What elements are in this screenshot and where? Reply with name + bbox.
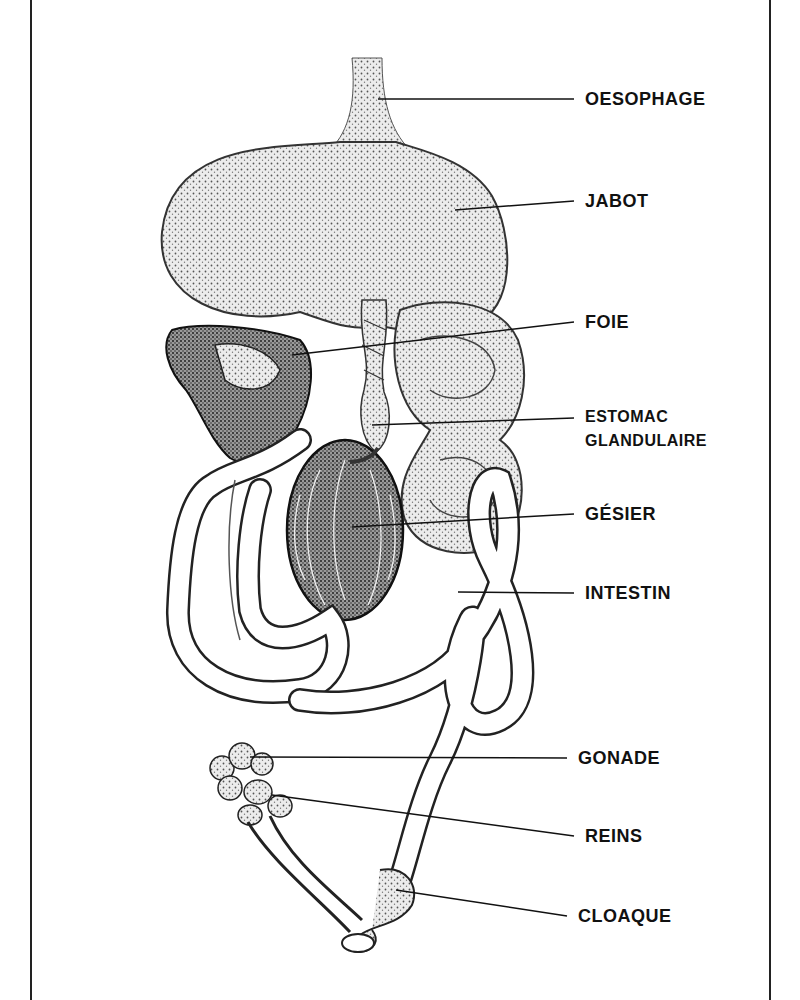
part-label: JABOT — [585, 190, 649, 212]
part-label: INTESTIN — [585, 582, 671, 604]
part-label: ESTOMAC GLANDULAIRE — [585, 405, 760, 453]
part-label: GÉSIER — [585, 503, 656, 525]
part-label: CLOAQUE — [578, 905, 672, 927]
part-label: OESOPHAGE — [585, 88, 706, 110]
part-label: FOIE — [585, 311, 629, 333]
part-label: GONADE — [578, 747, 660, 769]
part-label: REINS — [585, 825, 643, 847]
